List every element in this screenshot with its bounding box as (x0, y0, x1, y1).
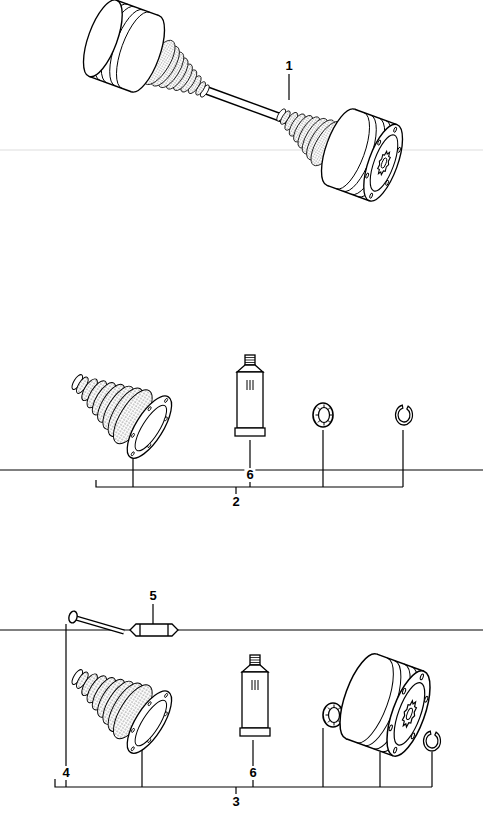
callout-number: 3 (230, 795, 241, 809)
cv-joint (331, 649, 439, 762)
grease-tube (240, 655, 270, 736)
bolt (68, 610, 124, 632)
cv-joint (313, 104, 410, 205)
grease-tube (235, 355, 265, 436)
callout-number: 2 (230, 495, 241, 509)
rubber-boot (56, 350, 180, 465)
lock-plate (130, 624, 178, 636)
callout-number: 1 (283, 59, 294, 73)
circlip (423, 731, 440, 751)
callout-number: 5 (147, 589, 158, 603)
toothed-washer (313, 403, 333, 427)
callout-number: 6 (244, 468, 255, 482)
rubber-boot (56, 645, 180, 760)
circlip (395, 405, 412, 425)
callout-number: 4 (60, 766, 71, 780)
callout-number: 6 (247, 766, 258, 780)
cv-joint (75, 0, 172, 97)
shaft (200, 88, 290, 121)
